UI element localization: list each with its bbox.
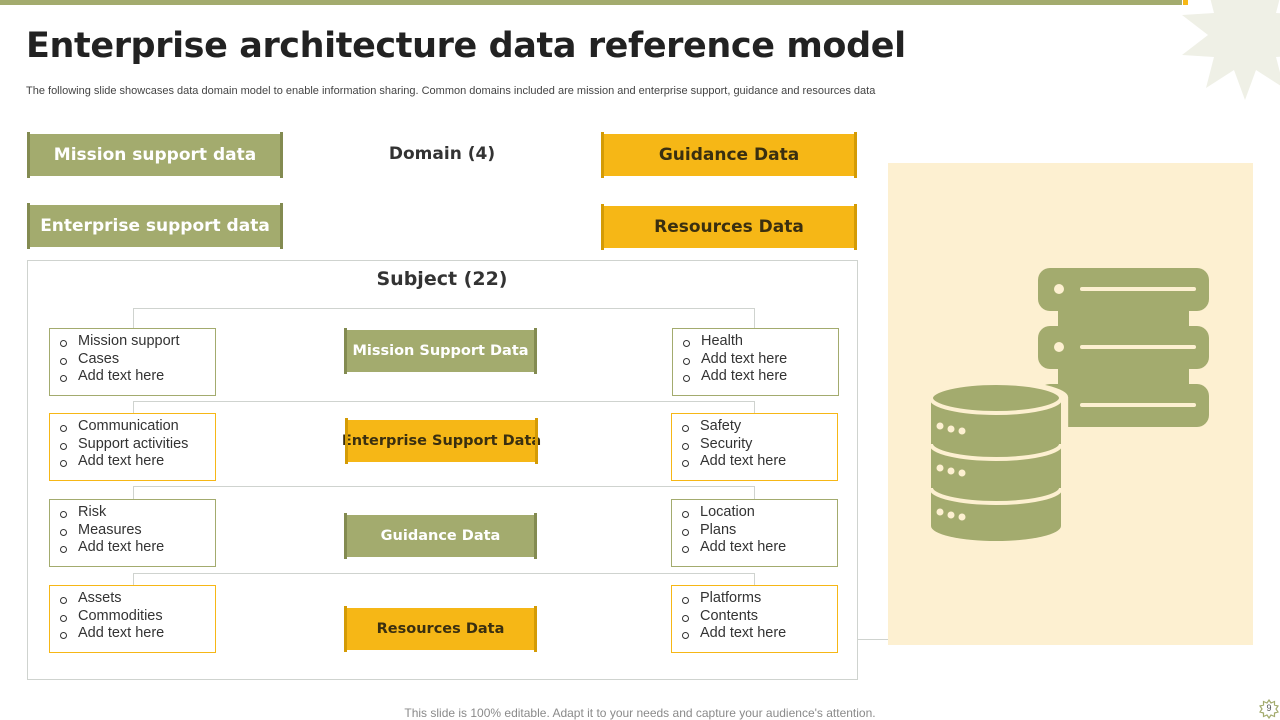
panel-connector-line [858, 639, 888, 640]
top-accent-dot [1183, 0, 1188, 5]
connector-line [133, 573, 755, 585]
list-item: Platforms [682, 590, 837, 608]
list-item: Add text here [683, 368, 838, 386]
list-item: Add text here [60, 368, 215, 386]
connector-line [133, 308, 755, 328]
list-item: Add text here [682, 539, 837, 557]
top-accent-bar [0, 0, 1182, 5]
list-item: Add text here [682, 453, 837, 471]
subject-list-right: Safety Security Add text here [671, 413, 838, 481]
list-item: Assets [60, 590, 215, 608]
subject-list-left: Assets Commodities Add text here [49, 585, 216, 653]
list-item: Add text here [60, 625, 215, 643]
list-item: Add text here [60, 453, 215, 471]
list-item: Health [683, 333, 838, 351]
domain-label: Domain (4) [388, 144, 496, 164]
list-item: Communication [60, 418, 215, 436]
list-item: Contents [682, 608, 837, 626]
subject-guidance-data: Guidance Data [344, 513, 537, 559]
connector-line [133, 486, 755, 499]
page-number-badge-icon [1259, 698, 1279, 720]
subject-label: Subject (22) [376, 268, 508, 290]
list-item: Risk [60, 504, 215, 522]
list-item: Location [682, 504, 837, 522]
domain-mission-support-data: Mission support data [27, 132, 283, 178]
subject-list-left: Risk Measures Add text here [49, 499, 216, 567]
page-title: Enterprise architecture data reference m… [26, 26, 906, 66]
footer-note: This slide is 100% editable. Adapt it to… [404, 706, 876, 720]
domain-resources-data: Resources Data [601, 204, 857, 250]
corner-starburst-decoration [1182, 0, 1280, 100]
domain-guidance-data: Guidance Data [601, 132, 857, 178]
list-item: Add text here [60, 539, 215, 557]
list-item: Add text here [683, 351, 838, 369]
subject-list-right: Platforms Contents Add text here [671, 585, 838, 653]
subject-enterprise-support-data: Enterprise Support Data [342, 418, 541, 464]
list-item: Measures [60, 522, 215, 540]
list-item: Safety [682, 418, 837, 436]
list-item: Add text here [682, 625, 837, 643]
connector-line [133, 401, 755, 413]
list-item: Support activities [60, 436, 215, 454]
page-number: 9 [1259, 698, 1279, 720]
list-item: Cases [60, 351, 215, 369]
subject-resources-data: Resources Data [344, 606, 537, 652]
list-item: Security [682, 436, 837, 454]
list-item: Commodities [60, 608, 215, 626]
list-item: Plans [682, 522, 837, 540]
subject-list-right: Location Plans Add text here [671, 499, 838, 567]
page-number-text: 9 [1266, 703, 1272, 713]
page-subtitle: The following slide showcases data domai… [26, 85, 876, 97]
database-server-icon [928, 268, 1209, 544]
domain-enterprise-support-data: Enterprise support data [27, 203, 283, 249]
subject-list-right: Health Add text here Add text here [672, 328, 839, 396]
subject-list-left: Mission support Cases Add text here [49, 328, 216, 396]
subject-mission-support-data: Mission Support Data [344, 328, 537, 374]
list-item: Mission support [60, 333, 215, 351]
subject-list-left: Communication Support activities Add tex… [49, 413, 216, 481]
